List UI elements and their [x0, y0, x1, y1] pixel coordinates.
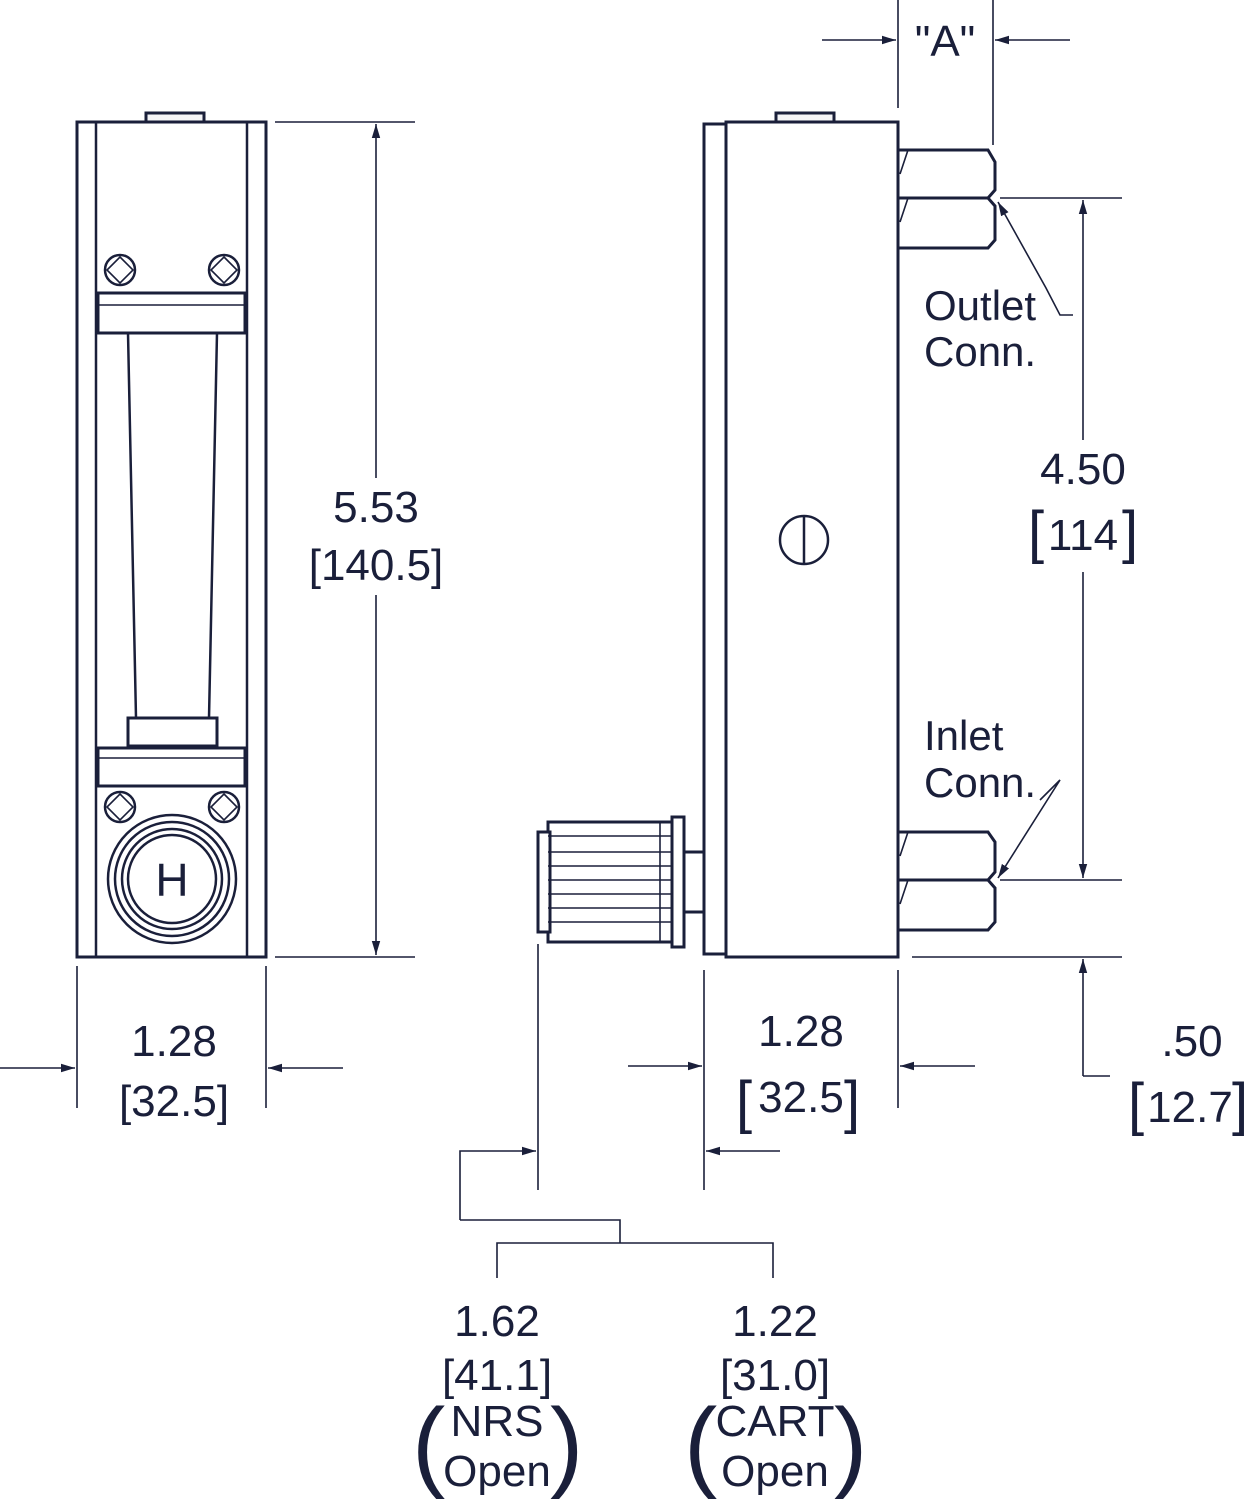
bracket-close: ]	[1232, 1072, 1248, 1137]
front-height-dimension: 5.53 [140.5]	[275, 121, 444, 958]
nrs-metric: [41.1]	[442, 1351, 552, 1400]
paren-close: )	[834, 1388, 867, 1500]
bracket-open: [	[736, 1070, 752, 1135]
front-width-metric: [32.5]	[119, 1077, 229, 1126]
bottom-offset-imperial: .50	[1161, 1017, 1222, 1066]
inlet-callout: Inlet Conn.	[924, 712, 1061, 879]
side-screw-icon	[778, 514, 830, 566]
side-width-metric: 32.5	[758, 1073, 844, 1122]
bracket-close: ]	[844, 1070, 860, 1135]
nrs-note-line2: Open	[443, 1447, 551, 1496]
valve-knob-icon	[106, 813, 238, 945]
upper-block	[96, 291, 247, 335]
valve-protrusion-dimension	[459, 944, 780, 1278]
paren-open: (	[684, 1388, 717, 1500]
inlet-label-line2: Conn.	[924, 759, 1036, 806]
side-width-dimension: 1.28 [ 32.5 ]	[628, 970, 975, 1190]
side-view	[536, 111, 997, 959]
nrs-imperial: 1.62	[454, 1297, 540, 1346]
tube-base	[126, 716, 219, 748]
side-body	[724, 120, 900, 959]
front-width-imperial: 1.28	[131, 1017, 217, 1066]
connection-length-label: "A"	[915, 17, 976, 66]
flow-tube	[126, 332, 219, 719]
nrs-option: 1.62 [41.1] ( NRS Open )	[412, 1297, 583, 1500]
outlet-label-line2: Conn.	[924, 328, 1036, 375]
cart-note-line2: Open	[721, 1447, 829, 1496]
bracket-close: ]	[1122, 500, 1138, 565]
nrs-note-line1: NRS	[451, 1397, 544, 1446]
front-height-imperial: 5.53	[333, 483, 419, 532]
screw-icon	[103, 253, 137, 287]
inlet-label-line1: Inlet	[924, 712, 1004, 759]
back-plate	[702, 122, 730, 956]
bottom-offset-metric: 12.7	[1147, 1083, 1233, 1132]
connection-spacing-dimension: 4.50 [ 114 ]	[1000, 197, 1138, 881]
outlet-fitting	[896, 148, 997, 250]
front-view: H	[75, 111, 268, 959]
connection-length-dimension: "A"	[822, 0, 1070, 145]
screw-icon	[103, 790, 137, 824]
front-frame	[75, 120, 268, 959]
cart-note-line1: CART	[716, 1397, 835, 1446]
screw-icon	[207, 790, 241, 824]
front-height-metric: [140.5]	[309, 541, 444, 590]
lower-block	[96, 746, 247, 788]
bottom-offset-dimension: .50 [ 12.7 ]	[912, 956, 1248, 1137]
side-width-imperial: 1.28	[758, 1007, 844, 1056]
bracket-open: [	[1028, 500, 1044, 565]
outlet-callout: Outlet Conn.	[924, 201, 1073, 375]
outlet-label-line1: Outlet	[924, 282, 1036, 329]
inlet-fitting	[896, 830, 997, 932]
valve-letter: H	[155, 854, 188, 906]
screw-icon	[207, 253, 241, 287]
connection-spacing-imperial: 4.50	[1040, 445, 1126, 494]
valve-knob-side	[536, 815, 706, 949]
paren-open: (	[412, 1388, 445, 1500]
cart-option: 1.22 [31.0] ( CART Open )	[684, 1297, 867, 1500]
cart-metric: [31.0]	[720, 1351, 830, 1400]
bracket-open: [	[1128, 1072, 1144, 1137]
cart-imperial: 1.22	[732, 1297, 818, 1346]
front-width-dimension: 1.28 [32.5]	[0, 966, 343, 1126]
paren-close: )	[550, 1388, 583, 1500]
connection-spacing-metric: 114	[1048, 511, 1118, 560]
